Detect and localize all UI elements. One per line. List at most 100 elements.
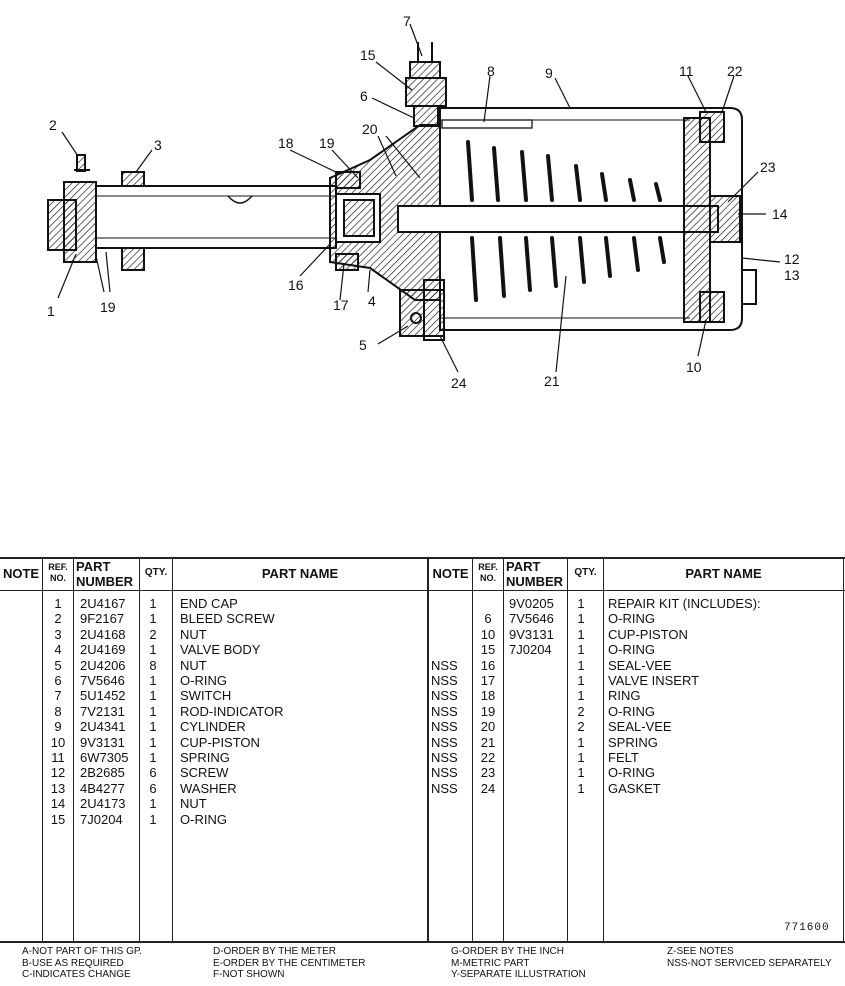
- qty-cell: 1: [577, 673, 585, 688]
- note-cell: NSS: [431, 765, 458, 781]
- ref-cell: 18: [480, 688, 496, 704]
- note-cell: NSS: [431, 750, 458, 765]
- header-note: NOTE: [2, 566, 40, 581]
- callout: 14: [772, 206, 788, 222]
- callout: 12: [784, 251, 800, 267]
- ref-cell: 16: [480, 657, 496, 673]
- qty-cell: 1: [577, 626, 585, 642]
- part-name-cell: VALVE BODY: [180, 642, 261, 658]
- header-note: NOTE: [432, 566, 469, 581]
- qty-cell: 1: [577, 611, 585, 627]
- part-number-cell: 2U4169: [80, 642, 126, 658]
- legend-col-1: A-NOT PART OF THIS GP. B-USE AS REQUIRED…: [22, 946, 142, 981]
- header-ref-no: REF. NO.: [478, 562, 498, 583]
- spring-coils: [466, 140, 666, 302]
- part-name-cell: O-RING: [608, 611, 655, 627]
- note-cell: NSS: [431, 657, 458, 673]
- ref-cell: 13: [50, 780, 66, 796]
- legend-entry: M-METRIC PART: [451, 957, 530, 969]
- col-divider: [73, 557, 74, 943]
- qty-cell: 1: [149, 811, 157, 827]
- qty-cell: 1: [577, 596, 585, 611]
- part-number-cell: 2U4341: [80, 719, 126, 735]
- note-cell: NSS: [431, 780, 458, 796]
- callout: 20: [362, 121, 378, 137]
- ref-cell: 19: [480, 703, 496, 719]
- legend-entry: Y-SEPARATE ILLUSTRATION: [451, 969, 586, 980]
- ref-cell: 6: [54, 673, 62, 688]
- callout: 9: [545, 65, 553, 81]
- header-part-number: PART NUMBER: [76, 559, 134, 589]
- callout: 4: [368, 293, 376, 309]
- legend-entry: C-INDICATES CHANGE: [22, 969, 131, 980]
- col-divider: [843, 557, 844, 943]
- qty-cell: 1: [149, 719, 157, 735]
- part-number-cell: 4B4277: [80, 780, 125, 796]
- qty-cell: 1: [577, 780, 585, 796]
- drawing-number: 771600: [784, 922, 830, 934]
- callout: 5: [359, 337, 367, 353]
- part-name-cell: SPRING: [608, 734, 658, 750]
- legend-entry: D-ORDER BY THE METER: [213, 946, 336, 957]
- ref-cell: 4: [54, 642, 62, 658]
- part-number-cell: 2U4168: [80, 626, 126, 642]
- part-number-cell: 7V2131: [80, 703, 125, 719]
- callout: 16: [288, 277, 304, 293]
- part-name-cell: FELT: [608, 750, 639, 765]
- callout: 19: [319, 135, 335, 151]
- col-divider: [472, 557, 473, 943]
- qty-cell: 1: [577, 750, 585, 765]
- part-number-cell: 2B2685: [80, 765, 125, 781]
- part-number-cell: 5U1452: [80, 688, 126, 704]
- col-divider: [567, 557, 568, 943]
- part-name-cell: RING: [608, 688, 641, 704]
- part-name-cell: CUP-PISTON: [608, 626, 688, 642]
- note-cell: NSS: [431, 719, 458, 735]
- ref-cell: 10: [50, 734, 66, 750]
- part-name-cell: SEAL-VEE: [608, 657, 672, 673]
- header-qty: QTY.: [144, 567, 168, 578]
- qty-cell: 2: [577, 719, 585, 735]
- callout: 24: [451, 375, 467, 391]
- qty-cell: 1: [577, 657, 585, 673]
- leader-lines: [57, 23, 781, 373]
- callout: 7: [403, 13, 411, 29]
- callout: 8: [487, 63, 495, 79]
- ref-cell: 6: [484, 611, 492, 627]
- parts-table: NOTE REF. NO. PART NUMBER QTY. PART NAME…: [0, 557, 845, 943]
- ref-cell: 24: [480, 780, 496, 796]
- part-number-cell: 9V3131: [80, 734, 125, 750]
- ref-cell: 8: [54, 703, 62, 719]
- part-name-cell: ROD-INDICATOR: [180, 703, 284, 719]
- part-name-cell: END CAP: [180, 596, 238, 611]
- ref-cell: 23: [480, 765, 496, 781]
- part-name-cell: O-RING: [180, 673, 227, 688]
- callout: 15: [360, 47, 376, 63]
- callout: 1: [47, 303, 55, 319]
- note-cell: NSS: [431, 673, 458, 688]
- callout: 13: [784, 267, 800, 283]
- col-divider: [139, 557, 140, 943]
- callout: 3: [154, 137, 162, 153]
- legend-entry: NSS-NOT SERVICED SEPARATELY: [667, 957, 832, 969]
- part-name-cell: NUT: [180, 796, 207, 812]
- callout: 19: [100, 299, 116, 315]
- callout-labels: 1 2 3 4 5 6 7 8 9 10 11 12 13 14 15 16 1…: [47, 13, 800, 391]
- qty-cell: 1: [149, 688, 157, 704]
- part-name-cell: GASKET: [608, 780, 661, 796]
- callout: 10: [686, 359, 702, 375]
- callout: 17: [333, 297, 349, 313]
- ref-cell: 11: [51, 750, 65, 765]
- legend-entry: F-NOT SHOWN: [213, 969, 285, 980]
- ref-cell: 15: [480, 642, 496, 658]
- header-part-name: PART NAME: [261, 566, 339, 581]
- cylinder-assembly-drawing: [47, 42, 757, 341]
- ref-cell: 2: [54, 611, 62, 627]
- ref-cell: 22: [480, 750, 496, 765]
- col-divider: [503, 557, 504, 943]
- note-cell: NSS: [431, 703, 458, 719]
- legend-col-3: G-ORDER BY THE INCH M-METRIC PART Y-SEPA…: [451, 946, 586, 981]
- header-part-number: PART NUMBER: [506, 559, 564, 589]
- legend-entry: G-ORDER BY THE INCH: [451, 946, 564, 957]
- part-number-cell: 9F2167: [80, 611, 125, 627]
